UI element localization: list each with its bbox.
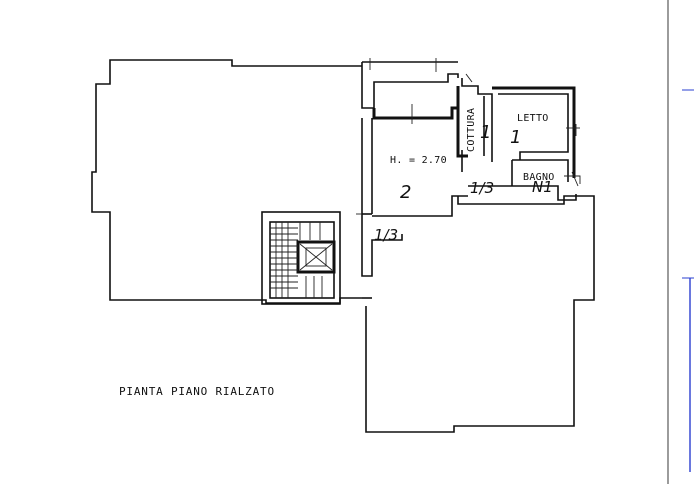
elevator-x-2 — [299, 243, 333, 271]
elevator-car — [305, 247, 327, 267]
bagno-walls — [512, 159, 569, 182]
left-wing-outline — [91, 59, 362, 304]
lower-wing-outline — [365, 195, 595, 433]
living-room-walls — [372, 88, 460, 120]
stairwell-inner — [269, 221, 335, 299]
elevator-shaft — [296, 240, 336, 274]
letto-inner — [498, 93, 569, 160]
central-top-wall — [361, 62, 459, 109]
height-note: H. = 2.70 — [390, 155, 447, 166]
stairwell-outer — [261, 211, 341, 305]
cottura-walls — [456, 86, 468, 158]
mark-bagno: N1 — [532, 178, 553, 196]
mark-corridor: 1/3 — [470, 179, 494, 197]
wall-ticks — [369, 58, 579, 187]
room-label-bagno: BAGNO — [523, 172, 555, 183]
mark-living: 2 — [400, 182, 411, 203]
letto-walls — [492, 86, 576, 178]
bagno-window — [564, 175, 581, 184]
living-bottom-wall — [372, 195, 468, 217]
room-label-cottura: COTTURA — [466, 108, 477, 152]
landing-walls — [361, 214, 403, 277]
room-label-letto: LETTO — [517, 113, 549, 124]
plan-title: PIANTA PIANO RIALZATO — [119, 385, 275, 398]
mark-landing: 1/3 — [374, 226, 398, 244]
cottura-outer — [461, 78, 493, 162]
mark-letto: 1 — [510, 127, 521, 148]
mark-cottura: 1 — [480, 122, 491, 143]
bagno-bottom — [468, 185, 577, 201]
stair-treads — [270, 222, 323, 298]
